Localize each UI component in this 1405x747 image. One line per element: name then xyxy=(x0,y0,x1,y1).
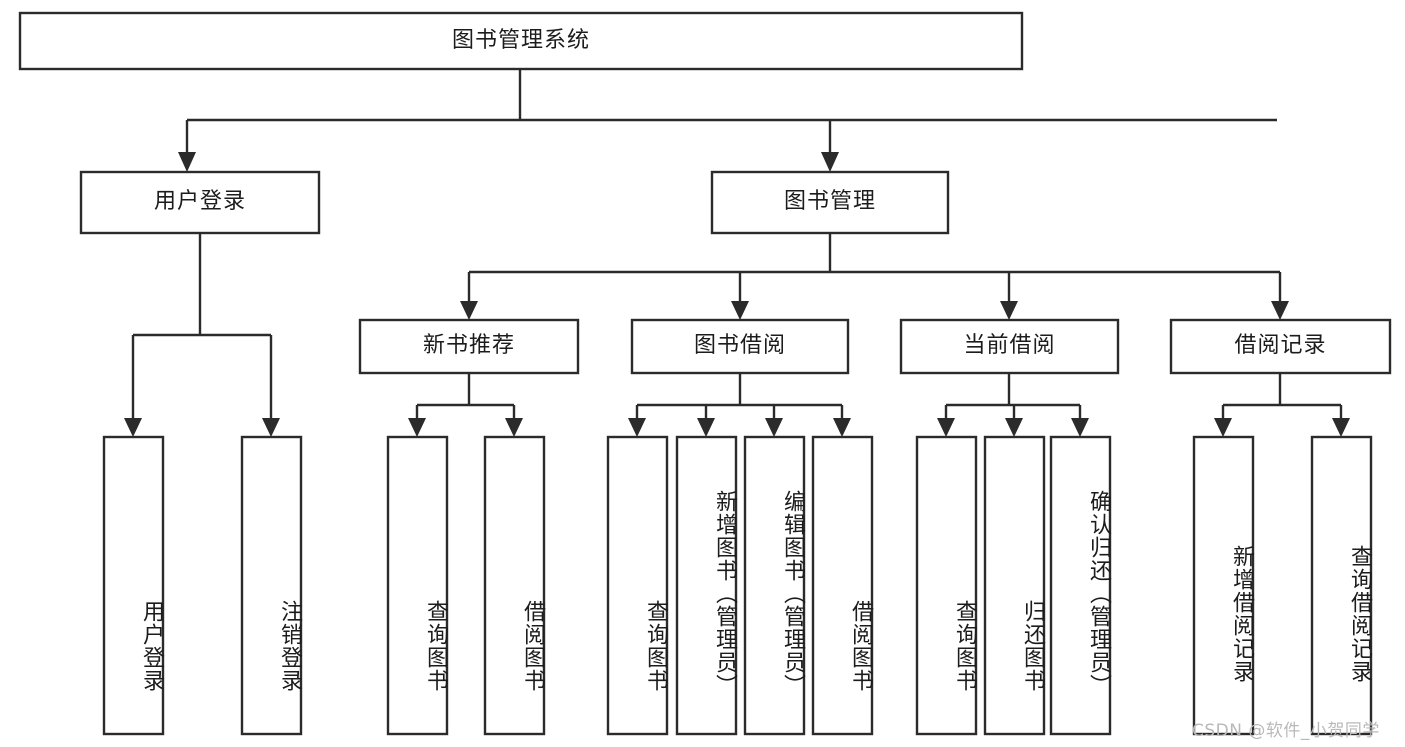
connector-userlogin-to-leaves xyxy=(124,233,280,437)
node-box-user-login[interactable] xyxy=(79,170,321,235)
node-box-leaf-borrowrecord-1[interactable] xyxy=(1310,435,1373,736)
node-box-new-book-recommend[interactable] xyxy=(358,318,580,375)
node-box-book-management[interactable] xyxy=(710,170,950,235)
node-box-leaf-user-login-0[interactable] xyxy=(102,435,165,736)
node-box-book-borrow[interactable] xyxy=(630,318,850,375)
node-box-leaf-user-login-1[interactable] xyxy=(240,435,303,736)
node-box-leaf-currentborrow-1[interactable] xyxy=(983,435,1046,736)
node-box-leaf-borrowrecord-0[interactable] xyxy=(1192,435,1255,736)
node-box-leaf-currentborrow-0[interactable] xyxy=(915,435,978,736)
node-box-leaf-newbook-1[interactable] xyxy=(483,435,546,736)
node-box-leaf-currentborrow-2[interactable] xyxy=(1049,435,1112,736)
node-box-root[interactable] xyxy=(18,11,1024,71)
node-box-leaf-bookborrow-3[interactable] xyxy=(811,435,874,736)
node-box-borrow-record[interactable] xyxy=(1169,318,1392,375)
connector-borrowrecord-to-leaves xyxy=(1214,373,1350,437)
node-box-current-borrow[interactable] xyxy=(899,318,1120,375)
node-box-leaf-bookborrow-2[interactable] xyxy=(743,435,806,736)
connector-currentborrow-to-leaves xyxy=(937,373,1089,437)
connector-root-to-level1 xyxy=(178,69,1277,172)
node-box-leaf-bookborrow-1[interactable] xyxy=(675,435,738,736)
node-box-leaf-newbook-0[interactable] xyxy=(386,435,449,736)
connector-bookmgmt-to-level2 xyxy=(460,233,1289,320)
connector-bookborrow-to-leaves xyxy=(628,373,851,437)
connector-newbook-to-leaves xyxy=(408,373,523,437)
node-box-leaf-bookborrow-0[interactable] xyxy=(606,435,669,736)
